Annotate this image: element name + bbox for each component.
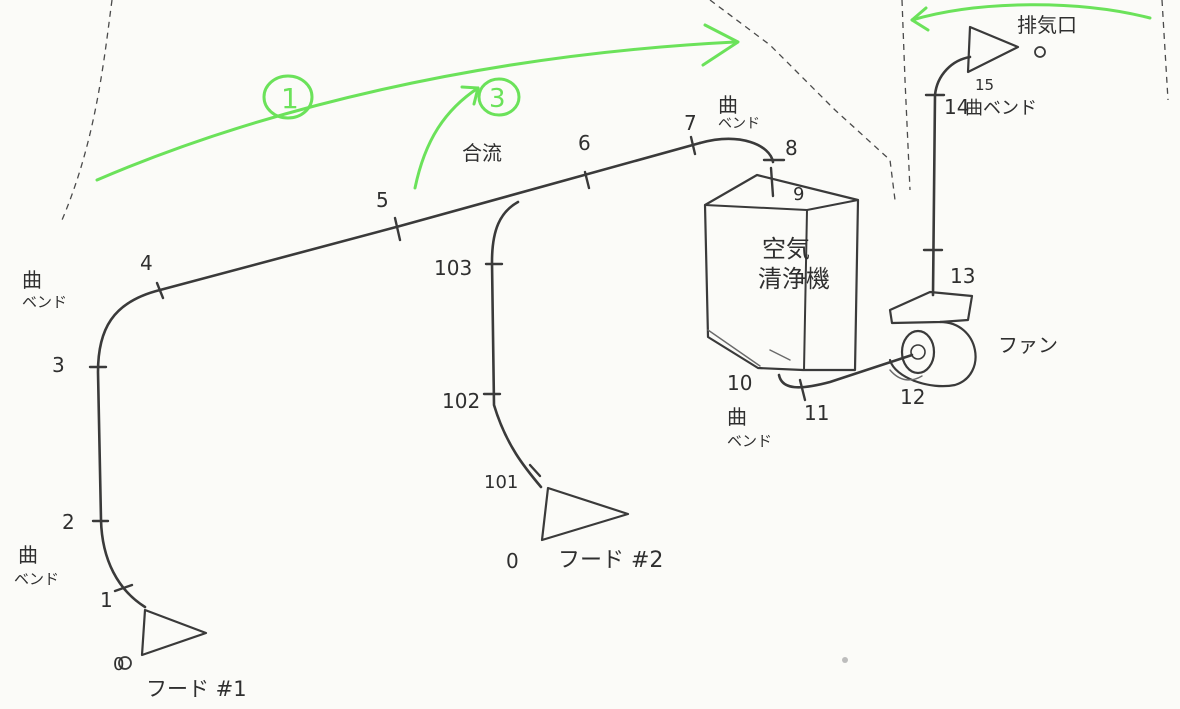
node-labels: 0 1 2 3 4 5 6 7 8 9 10 11 12 13 14 15 10…	[52, 76, 994, 675]
room-outline-top	[709, 0, 896, 201]
exhaust-triangle	[966, 25, 1020, 74]
duct-joint-ticks	[88, 93, 946, 593]
fan-label: ファン	[998, 333, 1058, 357]
hood-2-label: フード #2	[558, 548, 663, 573]
flow-arrow-exhaust-head	[910, 6, 930, 32]
fan-body	[888, 320, 977, 388]
merge-label: 合流	[462, 141, 502, 165]
bend-label-d: 曲	[727, 405, 747, 429]
air-purifier-box	[703, 173, 860, 372]
purifier-label-line1: 空気	[762, 235, 810, 263]
annotation-label-3: 3	[489, 84, 506, 114]
fan-hub	[910, 344, 926, 360]
fan-housing	[888, 290, 974, 325]
bend-sub-label-b: ベンド	[14, 570, 59, 588]
bend-label-c: 曲	[718, 93, 738, 117]
node-label-103: 103	[434, 256, 472, 280]
bend-sub-label-a: ベンド	[22, 293, 67, 311]
node-label-13: 13	[950, 264, 975, 288]
purifier-label-line2: 清浄機	[758, 265, 830, 293]
node-label-10: 10	[727, 371, 752, 395]
fan-inlet	[900, 329, 936, 375]
node-label-7: 7	[684, 111, 697, 135]
node-label-6: 6	[578, 131, 591, 155]
node-label-5: 5	[376, 188, 389, 212]
node-label-2: 2	[62, 510, 75, 534]
duct-purifier-to-fan	[777, 353, 914, 389]
node-label-12: 12	[900, 385, 925, 409]
node-label-3: 3	[52, 353, 65, 377]
bend-14-label: 曲ベンド	[965, 98, 1037, 119]
text-labels: 曲 ベンド 曲 ベンド 曲 ベンド 曲 ベンド 合流 フード #1 フード #2…	[14, 13, 1077, 701]
fan-rotation-mark	[889, 369, 923, 381]
node-label-8: 8	[785, 136, 798, 160]
duct-bend-7-8	[698, 137, 775, 164]
duct-branch-2	[490, 200, 543, 489]
node-label-15: 15	[975, 76, 994, 94]
node-label-102: 102	[442, 389, 480, 413]
duct-fan-to-exhaust	[931, 55, 972, 297]
annotation-circle-3	[477, 77, 521, 117]
flow-arrow-3	[413, 86, 480, 190]
bend-label-a: 曲	[22, 268, 42, 292]
room-outline-left	[61, 0, 113, 221]
flow-arrow-3-head	[460, 85, 480, 106]
node-label-9: 9	[793, 184, 804, 205]
room-outline-right-2	[1161, 0, 1169, 101]
air-purifier-edges	[704, 199, 859, 371]
bend-label-b: 曲	[18, 543, 38, 567]
room-outline-right-1	[901, 0, 911, 191]
flow-arrow-1-head	[701, 23, 740, 67]
flow-arrow-exhaust	[910, 3, 1152, 22]
hood-1-triangle	[140, 608, 208, 657]
bend-sub-label-d: ベンド	[727, 432, 772, 450]
exhaust-end	[1034, 46, 1046, 58]
bend-sub-label-c: ベンド	[718, 116, 760, 132]
hood-1-label: フード #1	[146, 677, 247, 701]
hood-1-origin	[118, 656, 132, 670]
node-label-14: 14	[944, 95, 969, 119]
air-purifier-shading	[707, 329, 791, 367]
node-label-0-hood2: 0	[506, 549, 519, 573]
hood-2-triangle	[540, 486, 630, 542]
flow-arrow-1	[95, 40, 737, 182]
node-label-11: 11	[804, 401, 829, 425]
annotation-circle-1	[262, 74, 314, 120]
node-label-1: 1	[100, 588, 113, 612]
node-label-4: 4	[140, 251, 153, 275]
paper-smudge	[842, 657, 848, 663]
exhaust-label: 排気口	[1017, 13, 1077, 37]
annotation-label-1: 1	[281, 82, 299, 115]
node-label-101: 101	[484, 472, 518, 493]
node-label-0-hood1: 0	[113, 654, 124, 675]
duct-main-branch	[96, 141, 702, 609]
